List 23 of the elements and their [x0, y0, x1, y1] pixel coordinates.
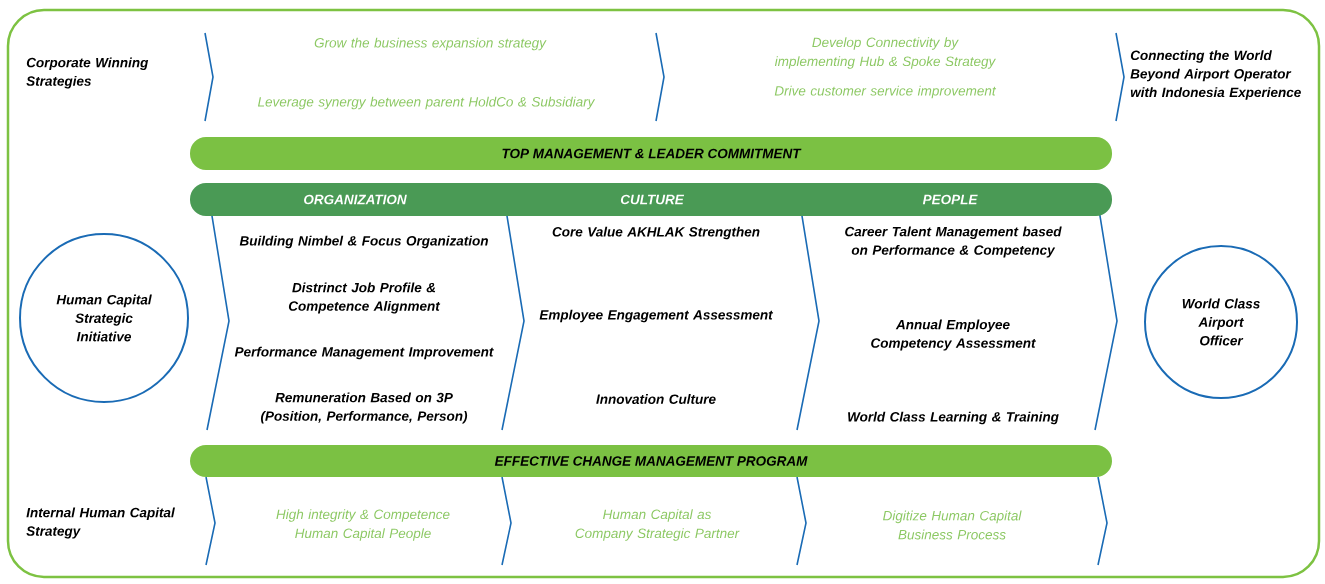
item-text: Innovation Culture [596, 394, 716, 404]
item-text: Performance Management Improvement [234, 346, 494, 360]
item-text: Internal Human Capital Strategy [26, 507, 175, 539]
item-text: Remuneration Based on 3P (Position, Performance, Person) [260, 392, 468, 424]
strategy-text: High integrity & Competence Human Capital People [276, 509, 450, 541]
strategy-text: Drive customer service improvement [774, 85, 997, 99]
strategy-text: Human Capital as Company Strategic Partner [575, 509, 740, 541]
item-text: Building Nimbel & Focus Organization [239, 235, 488, 249]
column-heading: ORGANIZATION [304, 194, 407, 205]
strategy-text: Digitize Human Capital Business Process [883, 510, 1022, 540]
strategy-text: Leverage synergy between parent HoldCo & Subsidiary [257, 96, 596, 110]
item-text: World Class Learning & Training [848, 411, 1059, 425]
item-text: Annual Employee Competency Assessment [871, 319, 1036, 351]
banner-bar: TOP MANAGEMENT & LEADER COMMITMENT [190, 137, 1112, 170]
strategy-text: Develop Connectivity by implementing Hub & Spoke Strategy [774, 37, 996, 69]
column-heading: CULTURE [620, 194, 685, 205]
strategy-text: Grow the business expansion strategy [314, 37, 547, 51]
item-text: Employee Engagement Assessment [539, 309, 774, 323]
item-text: Corporate Winning Strategies [26, 57, 149, 89]
item-text: Distrinct Job Profile & Competence Alignment [288, 282, 441, 314]
banner-bar: EFFECTIVE CHANGE MANAGEMENT PROGRAM [190, 445, 1112, 477]
item-text: Connecting the World Beyond Airport Operator with Indonesia Experience [1130, 50, 1301, 100]
column-heading: PEOPLE [922, 194, 978, 205]
